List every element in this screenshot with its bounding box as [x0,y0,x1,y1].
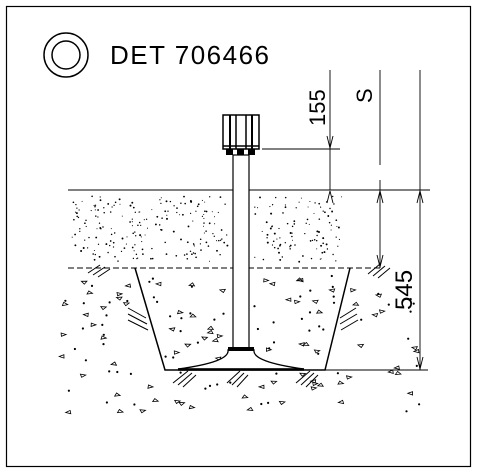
post [222,114,260,351]
base-layer-texture [71,195,343,263]
detail-label: DET 706466 [110,40,271,70]
dimension-155-label: 155 [305,89,330,126]
native-soil-texture [58,274,421,415]
sheet-frame [5,5,472,468]
dimension-s-label: S [352,88,377,103]
detail-symbol-icon [43,32,89,78]
dimension-arrowheads [326,135,424,370]
dimension-545-label: 545 [391,270,418,310]
soil-hatch-symbols [87,263,391,388]
dimension-lines [262,70,428,371]
post-base-plate [177,347,305,371]
